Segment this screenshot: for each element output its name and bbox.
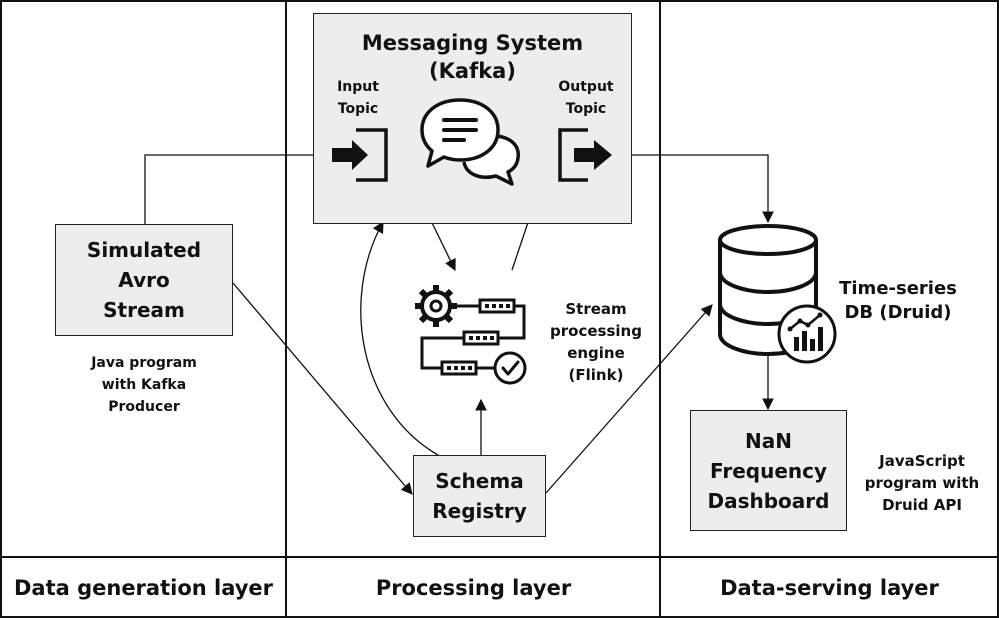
js-program-caption: JavaScript program with Druid API xyxy=(864,452,980,514)
flink-caption: Stream processing engine (Flink) xyxy=(550,300,642,384)
arrow-output-to-druid xyxy=(615,154,774,224)
input-topic-label: Input Topic xyxy=(337,79,379,117)
gear-pipeline-icon xyxy=(415,285,527,385)
messaging-title: Messaging System (Kafka) xyxy=(361,31,584,83)
chat-bubbles-icon xyxy=(420,98,520,186)
layer-label-serving: Data-serving layer xyxy=(720,575,939,600)
dashboard-line3: Dashboard xyxy=(707,488,830,513)
chart-badge-icon xyxy=(777,304,837,364)
arrow-stream-to-schema xyxy=(232,282,413,495)
simulated-stream-box: Simulated Avro Stream xyxy=(55,224,233,336)
dashboard-line2: Frequency xyxy=(709,458,828,483)
schema-registry-box: Schema Registry xyxy=(413,455,546,537)
layer-label-generation: Data generation layer xyxy=(13,575,274,600)
arrow-schema-to-druid xyxy=(545,304,713,494)
layer-label-processing: Processing layer xyxy=(375,575,572,600)
dashboard-line1: NaN xyxy=(745,428,792,453)
dashboard-box: NaN Frequency Dashboard xyxy=(690,410,847,531)
simulated-line1: Simulated xyxy=(86,238,202,262)
producer-caption: Java program with Kafka Producer xyxy=(91,355,197,415)
simulated-line2: Avro xyxy=(118,268,170,292)
arrow-stream-to-input xyxy=(144,149,332,224)
schema-line2: Registry xyxy=(432,499,527,523)
schema-line1: Schema xyxy=(435,469,524,493)
simulated-line3: Stream xyxy=(103,298,185,322)
druid-caption: Time-series DB (Druid) xyxy=(839,278,957,323)
arrow-schema-to-messaging xyxy=(360,220,439,456)
output-topic-label: Output Topic xyxy=(558,79,614,117)
input-topic-icon xyxy=(332,128,388,182)
output-topic-icon xyxy=(558,128,612,182)
